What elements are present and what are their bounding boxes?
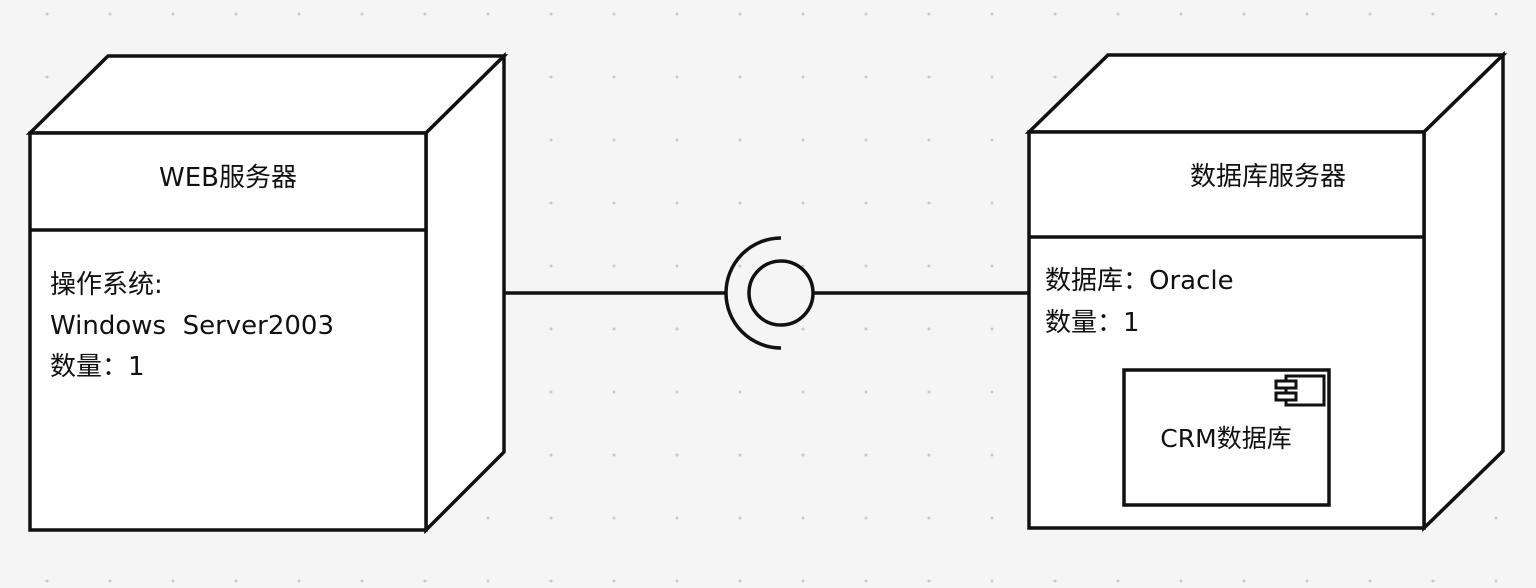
node-web-server-top-face [25, 54, 509, 135]
component-crm-database[interactable]: CRM数据库 [1122, 368, 1331, 507]
node-db-server-top-face [1024, 53, 1508, 134]
component-icon [1274, 374, 1326, 407]
node-web-server-title: WEB服务器 [159, 163, 297, 193]
node-db-server[interactable]: 数据库服务器 数据库：Oracle 数量：1 CRM数据库 [1024, 50, 1508, 533]
node-db-server-title: 数据库服务器 [1190, 162, 1346, 192]
node-db-server-line-1: 数据库：Oracle [1045, 266, 1234, 296]
required-interface-socket [724, 236, 782, 350]
component-label: CRM数据库 [1160, 424, 1291, 453]
node-web-server-line-2: Windows Server2003 [50, 311, 334, 341]
node-db-server-line-2: 数量：1 [1045, 308, 1140, 338]
node-web-server-line-1: 操作系统: [50, 270, 163, 300]
node-web-server-line-3: 数量：1 [50, 352, 145, 382]
node-web-server-front-face [28, 131, 428, 532]
node-web-server[interactable]: WEB服务器 操作系统: Windows Server2003 数量：1 [25, 51, 509, 535]
node-db-server-side-face [1422, 50, 1505, 533]
connection-interface[interactable] [504, 236, 1029, 350]
node-web-server-side-face [424, 51, 506, 535]
provided-interface-ball [747, 259, 815, 327]
